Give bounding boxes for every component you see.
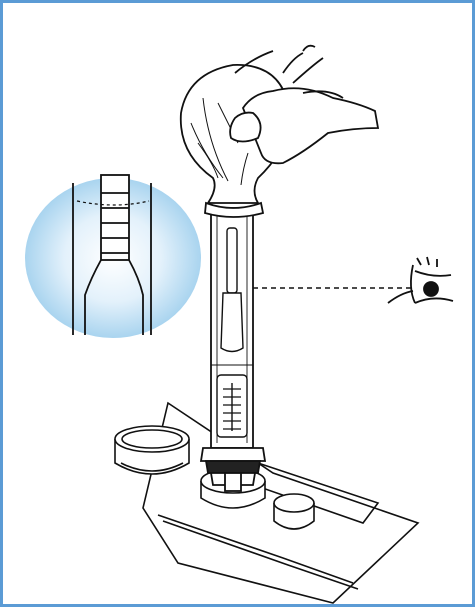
hydrometer-illustration xyxy=(3,3,475,610)
eye-reading-level xyxy=(388,257,453,303)
magnified-inset-view xyxy=(25,175,201,358)
battery-cell-cap-right xyxy=(274,494,314,529)
battery-cell-cap-left xyxy=(115,426,189,474)
